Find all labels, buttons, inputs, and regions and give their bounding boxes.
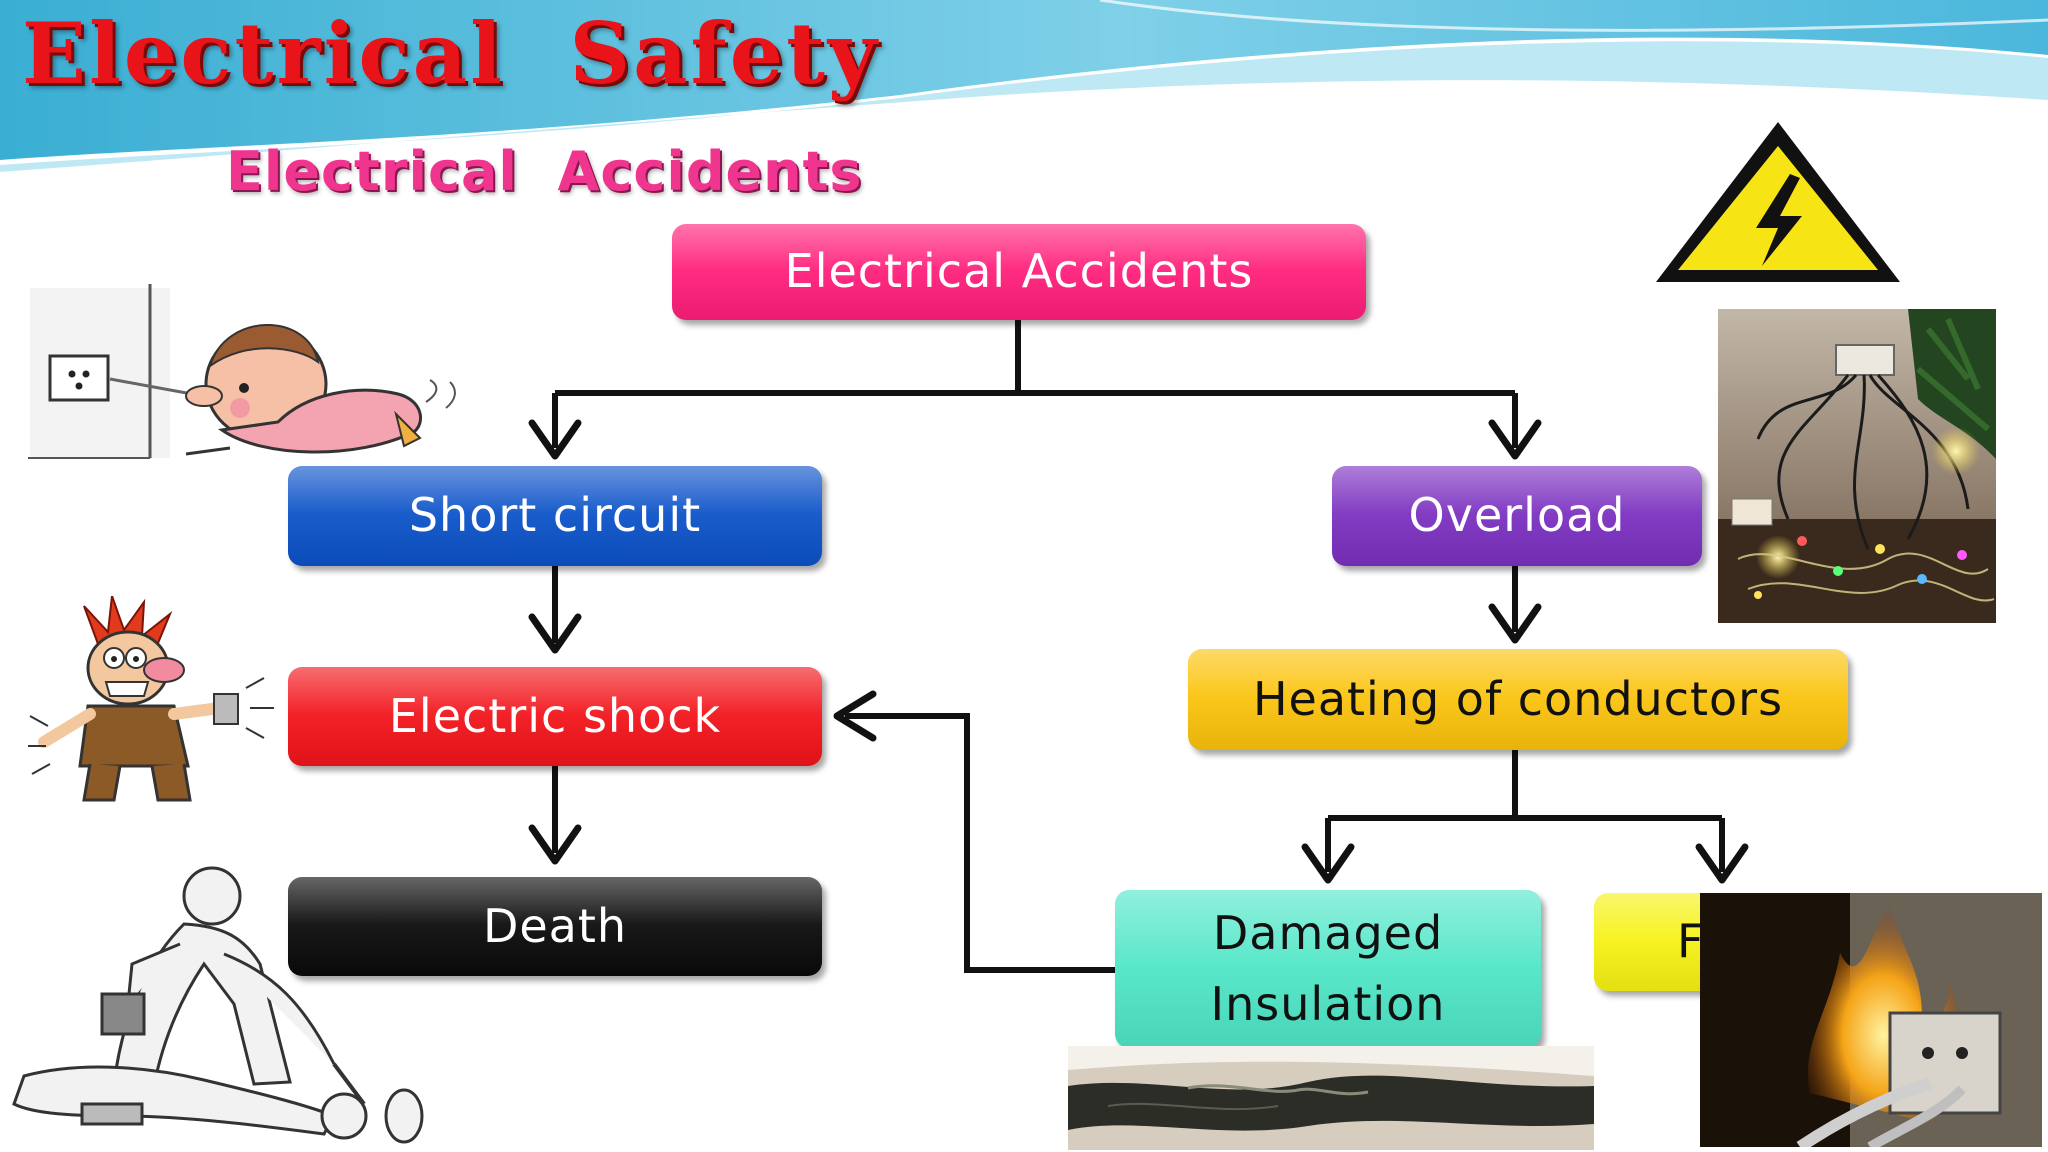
shocked-man-cartoon bbox=[28, 596, 274, 802]
arrowhead-back-to-electric-shock bbox=[833, 690, 877, 742]
slide-title: Electrical Safety bbox=[22, 4, 880, 103]
overloaded-wires-photo bbox=[1718, 309, 1996, 623]
edge-heating-branches bbox=[1325, 750, 1725, 872]
node-death: Death bbox=[288, 877, 822, 976]
edge-damaged-insulation-to-electric-shock bbox=[845, 713, 1115, 973]
node-damaged-insulation: Damaged Insulation bbox=[1115, 890, 1541, 1048]
socket-fire-photo bbox=[1700, 893, 2042, 1147]
arrowhead-electric-shock bbox=[528, 613, 582, 654]
node-label: Overload bbox=[1408, 488, 1626, 543]
arrowhead-short-circuit bbox=[528, 419, 582, 460]
node-overload: Overload bbox=[1332, 466, 1702, 566]
node-electrical-accidents: Electrical Accidents bbox=[672, 224, 1366, 320]
slide-subtitle: Electrical Accidents bbox=[226, 140, 863, 203]
node-label: Electric shock bbox=[388, 688, 722, 743]
node-label: Damaged Insulation bbox=[1210, 905, 1446, 1031]
arrowhead-damaged-insulation bbox=[1301, 843, 1355, 884]
node-label: Short circuit bbox=[408, 488, 702, 543]
node-electric-shock: Electric shock bbox=[288, 667, 822, 766]
node-label: Heating of conductors bbox=[1252, 671, 1784, 726]
node-label: Death bbox=[482, 898, 628, 953]
arrowhead-heating bbox=[1488, 603, 1542, 644]
arrowhead-fire bbox=[1695, 843, 1749, 884]
node-label: Electrical Accidents bbox=[784, 244, 1254, 299]
arrowhead-death bbox=[528, 824, 582, 865]
rescue-sketch-illustration bbox=[12, 866, 424, 1144]
damaged-cable-photo bbox=[1068, 1046, 1594, 1150]
node-short-circuit: Short circuit bbox=[288, 466, 822, 566]
node-heating-of-conductors: Heating of conductors bbox=[1188, 649, 1848, 750]
high-voltage-warning-icon bbox=[1656, 122, 1900, 282]
arrowhead-overload bbox=[1488, 419, 1542, 460]
baby-touching-socket-illustration bbox=[28, 284, 456, 459]
